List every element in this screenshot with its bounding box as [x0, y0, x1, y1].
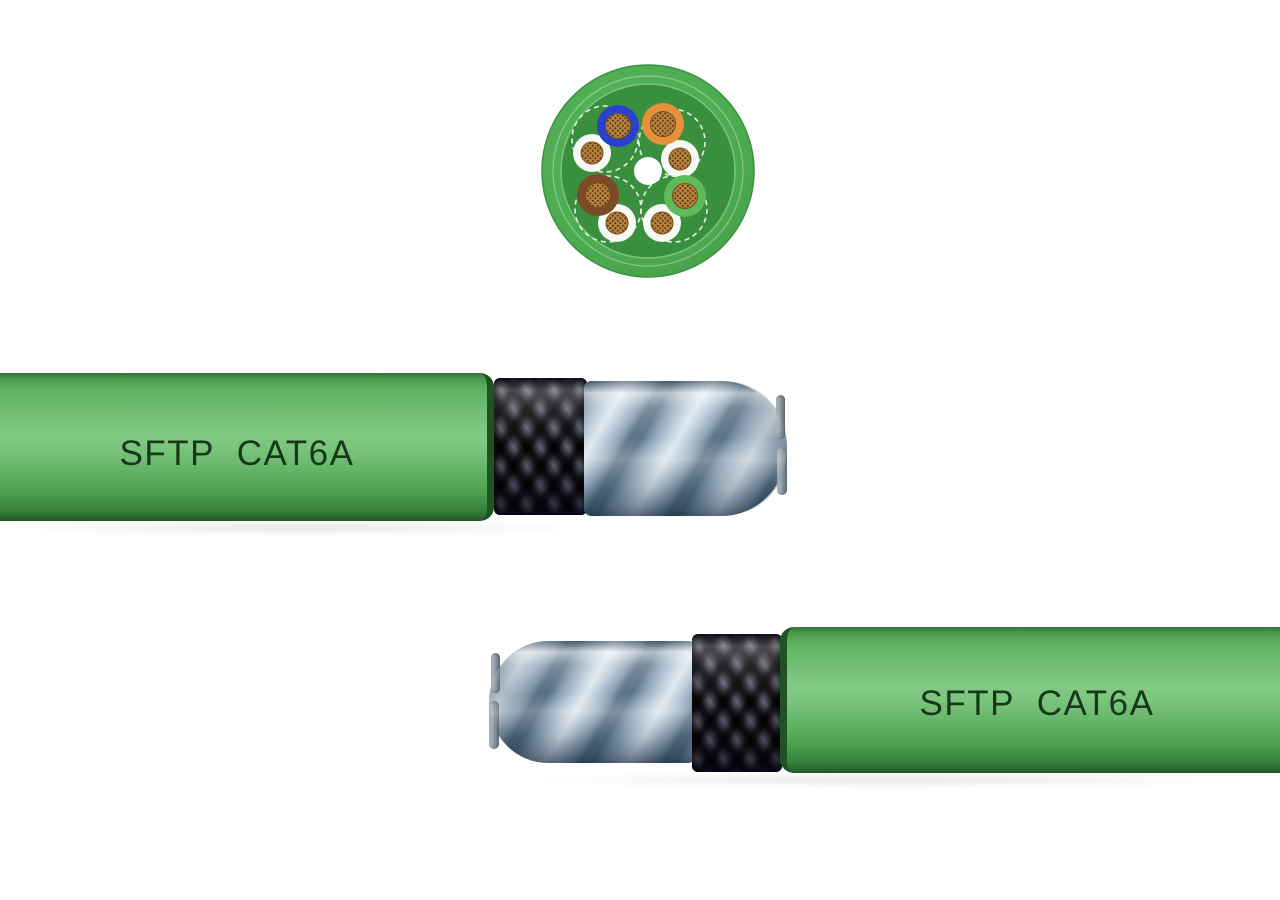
twisted-pairs-bundle [489, 641, 695, 763]
braided-shield [692, 634, 782, 772]
cut-wire-end [489, 701, 499, 749]
wire-pair-blue [571, 105, 639, 173]
cut-wire-end [776, 395, 785, 439]
jacket-print-text: SFTP CAT6A [919, 684, 1155, 723]
twisted-pairs-bundle [584, 381, 787, 516]
wire-pair-orange [638, 103, 706, 178]
cable-jacket: SFTP CAT6A [0, 373, 494, 521]
center-filler [634, 157, 662, 185]
cable-jacket: SFTP CAT6A [780, 627, 1280, 773]
cable-cross-section-diagram [541, 64, 755, 278]
cut-wire-end [491, 653, 500, 693]
surface-reflection [500, 774, 1280, 786]
wire-pair-green [640, 175, 708, 243]
jacket-print-text: SFTP CAT6A [119, 434, 355, 473]
surface-reflection [0, 522, 600, 534]
braided-shield [494, 378, 587, 515]
cut-wire-end [777, 447, 787, 495]
